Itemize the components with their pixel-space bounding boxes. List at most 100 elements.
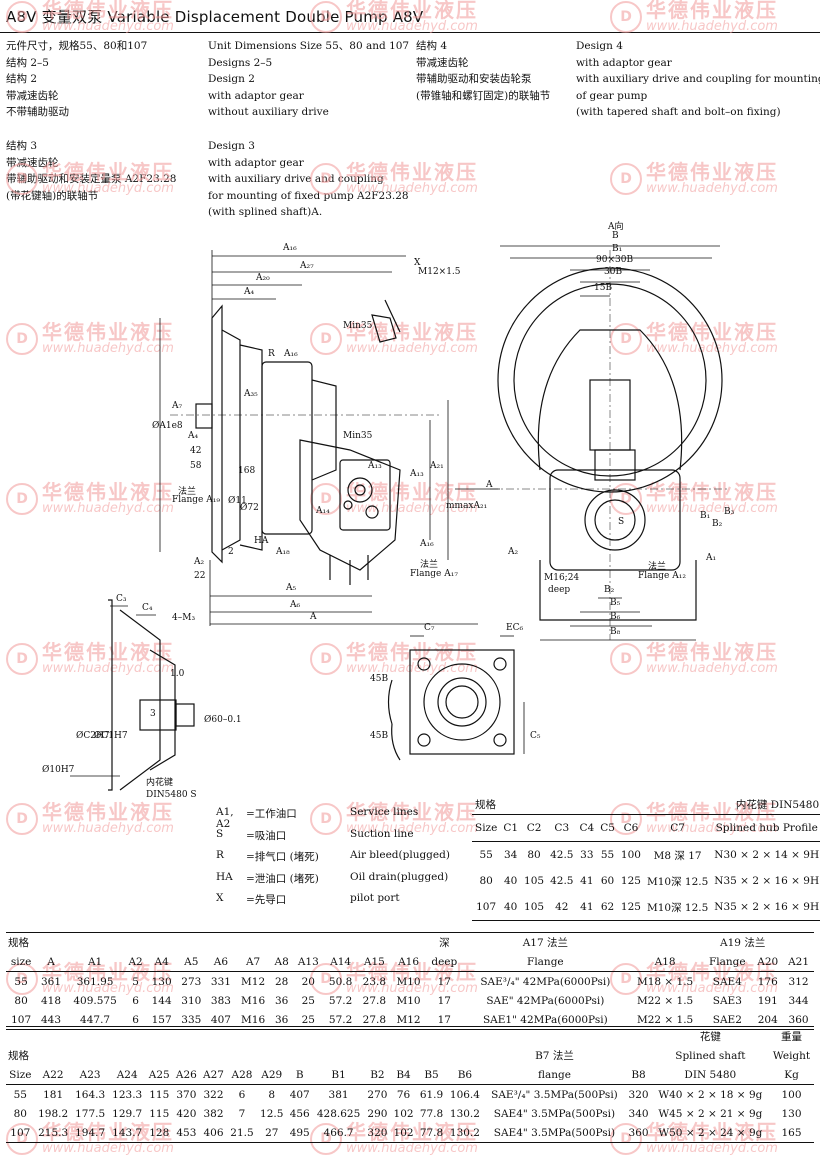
table-cell: 77.8 bbox=[419, 1126, 444, 1139]
dimension-label: X bbox=[414, 258, 421, 268]
table-cell: 312 bbox=[788, 975, 809, 988]
description-line: without auxiliary drive bbox=[208, 106, 329, 119]
dimension-label: A₄ bbox=[188, 431, 199, 441]
legend-row: HA=泄油口 (堵死)Oil drain(plugged) bbox=[216, 871, 490, 893]
dimension-label: A₇ bbox=[172, 401, 183, 411]
table-cell: 28 bbox=[274, 975, 289, 988]
table-cell: 27.8 bbox=[362, 994, 387, 1007]
table-cell: 322 bbox=[203, 1088, 224, 1101]
table-cell: 420 bbox=[176, 1107, 197, 1120]
table-cell: 23.8 bbox=[362, 975, 387, 988]
table-cell: 106.4 bbox=[449, 1088, 480, 1101]
table-cell: 215.3 bbox=[38, 1126, 69, 1139]
table-cell: 27 bbox=[265, 1126, 279, 1139]
description-line: 带辅助驱动和安装定量泵 A2F23.28 bbox=[6, 173, 177, 186]
table-cell: SAE4 bbox=[712, 975, 742, 988]
btable-b7-cn: B7 法兰 bbox=[535, 1050, 574, 1062]
table-cell: 198.2 bbox=[38, 1107, 69, 1120]
table-cell: 33 bbox=[580, 849, 594, 861]
table-cell: 55 bbox=[13, 1088, 27, 1101]
table-cell: 8 bbox=[268, 1088, 276, 1101]
dimension-label: HA bbox=[254, 536, 269, 546]
table-cell: M18 × 1.5 bbox=[636, 975, 694, 988]
dimension-label: A₄ bbox=[244, 287, 255, 297]
table-cell: SAE³/₄" 3.5MPa(500Psi) bbox=[491, 1088, 618, 1101]
dimension-label: B₂ bbox=[604, 585, 615, 595]
dimension-label: A₂₇ bbox=[300, 261, 314, 271]
table-cell: 290 bbox=[367, 1107, 388, 1120]
btable-hj-cn: 花键 bbox=[699, 1031, 721, 1043]
table-cell: SAE" 42MPa(6000Psi) bbox=[486, 994, 605, 1007]
table-cell: 360 bbox=[788, 1013, 809, 1026]
description-line: with adaptor gear bbox=[208, 89, 304, 102]
table-cell: 12.5 bbox=[260, 1107, 284, 1120]
btable-zl-cn: 重量 bbox=[781, 1031, 803, 1043]
table-cell: 57.2 bbox=[328, 1013, 353, 1026]
table-header-cell: flange bbox=[537, 1068, 571, 1081]
description-line: 不带辅助驱动 bbox=[6, 106, 69, 119]
table-header-cell: C4 bbox=[579, 822, 595, 834]
table-cell: 165 bbox=[781, 1126, 802, 1139]
table-cell: M10深 12.5 bbox=[646, 875, 709, 888]
table-cell: 61.9 bbox=[419, 1088, 444, 1101]
dimension-label: Ø10H7 bbox=[42, 765, 75, 775]
dimension-label: 15B bbox=[594, 283, 613, 293]
table-header-cell: A26 bbox=[175, 1068, 197, 1081]
dimension-label: Flange A₁₉ bbox=[172, 495, 220, 505]
table-header-cell: Splined hub Profile bbox=[715, 822, 818, 834]
watermark-url: www.huadehyd.com bbox=[346, 1141, 478, 1156]
table-cell: 418 bbox=[41, 994, 62, 1007]
dimension-label: A₅ bbox=[286, 583, 297, 593]
dimension-label: A₃₅ bbox=[244, 389, 258, 399]
table-header-cell: B bbox=[295, 1068, 304, 1081]
table-cell: 36 bbox=[274, 994, 289, 1007]
dimension-label: 168 bbox=[238, 466, 256, 476]
table-cell: 55 bbox=[14, 975, 28, 988]
table-cell: 80 bbox=[14, 994, 28, 1007]
table-cell: 125 bbox=[620, 875, 641, 887]
dimension-label: Flange A₁₂ bbox=[638, 571, 686, 581]
dimension-label: A₁₈ bbox=[276, 547, 290, 557]
table-cell: 443 bbox=[41, 1013, 62, 1026]
table-cell: SAE4" 3.5MPa(500Psi) bbox=[493, 1126, 616, 1139]
dimension-label: A₆ bbox=[290, 600, 301, 610]
dimension-label: A₂₁ bbox=[430, 461, 444, 471]
description-line: Unit Dimensions Size 55、80 and 107 bbox=[208, 40, 410, 52]
table-cell: 406 bbox=[203, 1126, 224, 1139]
table-cell: 77.8 bbox=[419, 1107, 444, 1120]
table-header-cell: A15 bbox=[363, 955, 385, 968]
dimension-label: A₂ bbox=[194, 557, 205, 567]
dimension-label: B₆ bbox=[610, 612, 621, 622]
table-cell: 27.8 bbox=[362, 1013, 387, 1026]
dimension-label: 22 bbox=[194, 571, 206, 581]
description-line: 带辅助驱动和安装齿轮泵 bbox=[416, 73, 532, 86]
table-cell: M10深 12.5 bbox=[646, 901, 709, 914]
dimension-label: 45B bbox=[370, 674, 389, 684]
table-cell: 456 bbox=[289, 1107, 310, 1120]
table-cell: 50.8 bbox=[328, 975, 353, 988]
table-header-cell: A7 bbox=[245, 955, 261, 968]
table-header-cell: A21 bbox=[788, 955, 810, 968]
dimension-label: R bbox=[268, 349, 275, 359]
table-cell: 495 bbox=[289, 1126, 310, 1139]
table-cell: 320 bbox=[628, 1088, 649, 1101]
description-line: Design 4 bbox=[576, 40, 623, 52]
table-cell: 128 bbox=[149, 1126, 170, 1139]
table-cell: 143.7 bbox=[112, 1126, 143, 1139]
ctable-label: 规格 bbox=[475, 798, 496, 811]
table-cell: 36 bbox=[274, 1013, 289, 1026]
table-cell: 273 bbox=[181, 975, 202, 988]
table-header-cell: B6 bbox=[457, 1068, 473, 1081]
description-line: 结构 4 bbox=[416, 40, 448, 52]
table-header-cell: B2 bbox=[370, 1068, 385, 1081]
dimension-label: ØC1H7 bbox=[94, 731, 128, 741]
table-cell: 17 bbox=[437, 1013, 451, 1026]
dimension-label: A₁₃ bbox=[410, 469, 424, 479]
